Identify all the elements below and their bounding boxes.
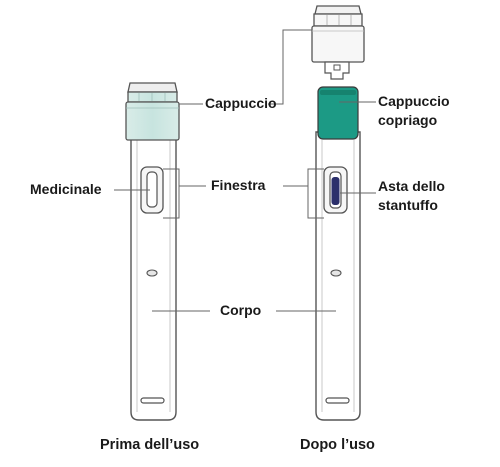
bottom-slot-after	[325, 397, 350, 404]
pen-after-use	[315, 86, 361, 421]
leader-finestra-right	[307, 168, 324, 219]
window-after	[323, 166, 348, 214]
body-mark-before	[146, 269, 158, 277]
label-cappuccio-copriago-line2: copriago	[378, 112, 438, 128]
leader-cappuccio-top	[268, 29, 312, 105]
removed-cap	[311, 5, 365, 80]
label-medicinale: Medicinale	[30, 181, 102, 197]
label-finestra: Finestra	[211, 177, 266, 193]
label-cappuccio-copriago: Cappuccio copriago	[378, 92, 450, 130]
bottom-slot-before	[140, 397, 165, 404]
caption-before-use: Prima dell’uso	[100, 437, 200, 453]
pen-before-use	[125, 82, 180, 421]
cap-on-pen	[125, 82, 180, 141]
needle-cover	[317, 86, 359, 140]
leader-lines	[114, 29, 376, 312]
label-asta-dello-stantuffo: Asta dello stantuffo	[378, 177, 445, 215]
label-asta-line2: stantuffo	[378, 197, 438, 213]
plunger-rod	[331, 177, 340, 205]
label-asta-line1: Asta dello	[378, 178, 445, 194]
caption-after-use: Dopo l’uso	[300, 437, 375, 453]
body-mark-after	[330, 269, 342, 277]
label-cappuccio-copriago-line1: Cappuccio	[378, 93, 450, 109]
leader-finestra-left	[163, 168, 180, 219]
label-corpo: Corpo	[220, 302, 262, 318]
label-cappuccio: Cappuccio	[205, 95, 277, 111]
